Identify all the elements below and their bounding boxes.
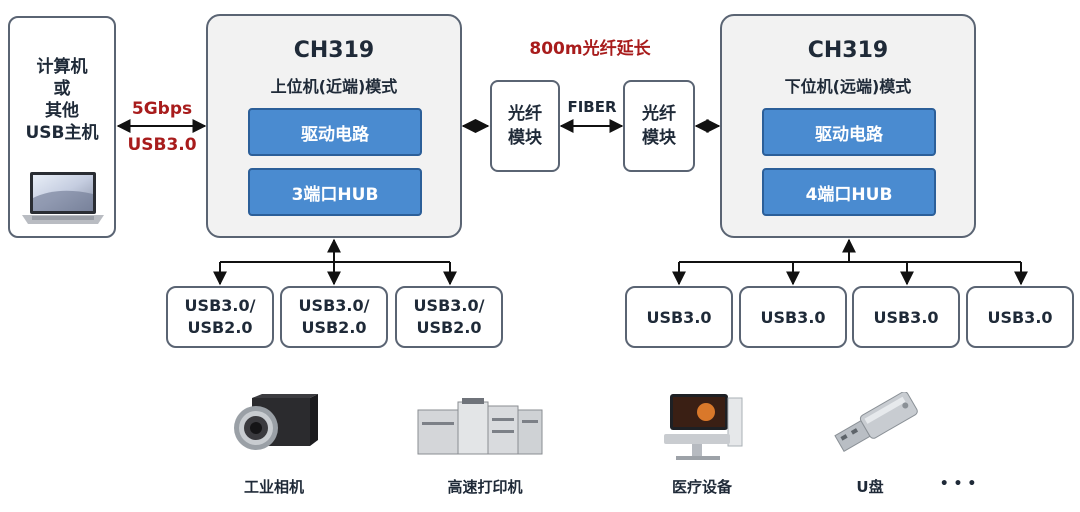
upper-port-box: USB3.0/ USB2.0 <box>166 286 274 348</box>
lower-chip-title: CH319 <box>807 37 889 63</box>
lower-port-box: USB3.0 <box>625 286 733 348</box>
optical-module-label: 模块 <box>508 128 542 148</box>
lower-port-box: USB3.0 <box>966 286 1074 348</box>
upper-hub-block: 3端口HUB <box>248 168 422 216</box>
port-label: USB2.0 <box>187 318 253 337</box>
fiber-label: FIBER <box>567 98 617 116</box>
lower-driver-block: 驱动电路 <box>762 108 936 156</box>
host-line: 其他 <box>45 101 79 121</box>
link-speed-label: 5Gbps <box>131 99 193 119</box>
lower-port-box: USB3.0 <box>739 286 847 348</box>
optical-module-far: 光纤 模块 <box>623 80 695 172</box>
device-label: 工业相机 <box>243 477 304 496</box>
upper-chip-panel: CH319 上位机(近端)模式 驱动电路 3端口HUB <box>206 14 462 238</box>
optical-module-label: 光纤 <box>508 104 542 124</box>
lower-mode-label: 下位机(远端)模式 <box>784 77 912 96</box>
upper-mode-label: 上位机(近端)模式 <box>270 77 398 96</box>
usb-drive-icon <box>834 392 918 452</box>
device-label: 医疗设备 <box>671 477 732 496</box>
lower-hub-block: 4端口HUB <box>762 168 936 216</box>
host-line: 计算机 <box>36 57 88 77</box>
port-label: USB3.0/ <box>298 296 370 315</box>
host-line: 或 <box>53 79 71 99</box>
fiber-title: 800m光纤延长 <box>529 38 651 59</box>
upper-driver-block: 驱动电路 <box>248 108 422 156</box>
upper-port-box: USB3.0/ USB2.0 <box>395 286 503 348</box>
lower-chip-panel: CH319 下位机(远端)模式 驱动电路 4端口HUB <box>720 14 976 238</box>
host-line: USB主机 <box>25 123 99 143</box>
port-label: USB3.0/ <box>413 296 485 315</box>
optical-module-label: 模块 <box>642 128 676 148</box>
lower-port-box: USB3.0 <box>852 286 960 348</box>
host-box: 计算机 或 其他 USB主机 <box>8 16 116 238</box>
port-label: USB2.0 <box>416 318 482 337</box>
upper-port-box: USB3.0/ USB2.0 <box>280 286 388 348</box>
upper-chip-title: CH319 <box>293 37 375 63</box>
printer-icon <box>417 398 543 455</box>
optical-module-near: 光纤 模块 <box>490 80 560 172</box>
link-protocol-label: USB3.0 <box>127 135 197 155</box>
device-label: U盘 <box>856 477 884 496</box>
more-devices-ellipsis: • • • <box>939 476 977 492</box>
port-label: USB2.0 <box>301 318 367 337</box>
industrial-camera-icon <box>234 394 318 450</box>
device-label: 高速打印机 <box>447 477 523 496</box>
port-label: USB3.0/ <box>184 296 256 315</box>
optical-module-label: 光纤 <box>642 104 676 124</box>
medical-device-icon <box>664 394 743 460</box>
laptop-icon <box>22 172 104 224</box>
